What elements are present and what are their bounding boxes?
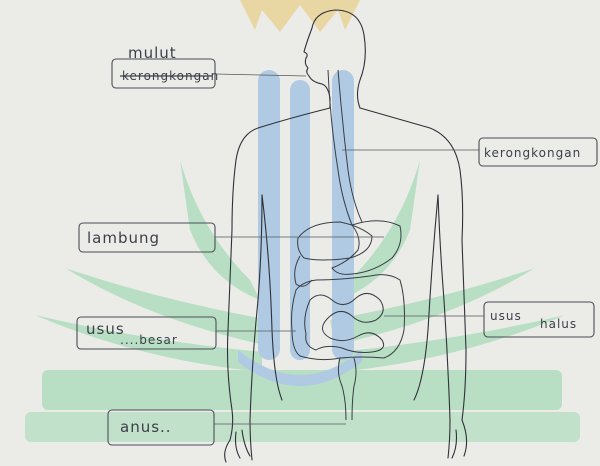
label-text-line2: halus	[540, 317, 577, 331]
label-kerongkongan: kerongkongan	[342, 138, 597, 166]
label-text: mulut	[128, 44, 177, 62]
label-text-line2: ....besar	[120, 333, 178, 347]
watermark-pillar-right	[332, 70, 354, 360]
label-text: anus..	[120, 418, 172, 436]
watermark-pillar-center	[290, 80, 310, 360]
label-text-line1: usus	[490, 309, 522, 323]
watermark-pillar-left	[258, 70, 280, 360]
label-text: kerongkongan	[484, 146, 581, 160]
watermark-leaf-left-upper	[180, 160, 260, 300]
label-text: lambung	[87, 229, 160, 247]
watermark-crown	[240, 0, 360, 32]
label-text-line1: usus	[86, 320, 125, 338]
watermark-logo	[25, 0, 580, 442]
